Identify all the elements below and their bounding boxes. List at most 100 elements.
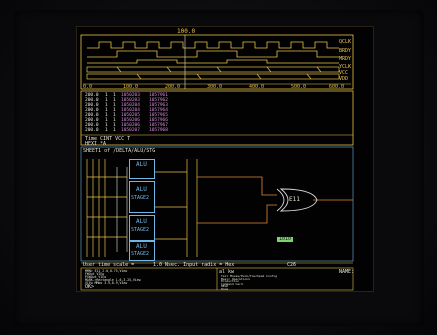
alu-stage-block[interactable]: ALU xyxy=(129,159,155,179)
axis-tick: 400.0 xyxy=(249,84,265,90)
alu-sub: STAGE2 xyxy=(131,251,150,257)
table-cell: 1 xyxy=(113,103,116,108)
table-cell: 1050207 xyxy=(121,128,140,133)
alu-sub: STAGE2 xyxy=(131,195,150,201)
table-cell: 200.0 xyxy=(85,98,99,103)
waveform-qclk xyxy=(87,41,339,49)
table-cell: 1050206 xyxy=(121,123,140,128)
xor-gate-symbol xyxy=(276,188,318,212)
signal-label: QCLK xyxy=(339,39,352,45)
alu-stage-block[interactable]: ALU STAGE2 xyxy=(129,215,155,241)
table-cell: 1057966 xyxy=(149,118,168,123)
console-line: PXWOut VIEw xyxy=(85,275,107,279)
axis-tick: 300.0 xyxy=(207,84,223,90)
table-cell: 1050205 xyxy=(121,113,140,118)
screen-graphics xyxy=(80,34,354,291)
table-cell: 1057967 xyxy=(149,123,168,128)
table-cell: 1 xyxy=(113,98,116,103)
table-cell: 1 xyxy=(105,128,108,133)
axis-tick: 200.0 xyxy=(165,84,181,90)
signal-label: YCLK xyxy=(339,64,352,70)
table-cell: 1057961 xyxy=(149,93,168,98)
table-cell: 200.0 xyxy=(85,93,99,98)
menu-item[interactable]: Production xyxy=(221,279,240,284)
signal-label: BRDY xyxy=(339,48,352,54)
axis-tick: 100.0 xyxy=(123,84,139,90)
axis-tick: 600.0 xyxy=(329,84,345,90)
waveform-brdy xyxy=(87,50,339,58)
waveform-mrdy xyxy=(87,59,339,64)
table-cell: 1 xyxy=(113,113,116,118)
menu-header-left: al kw xyxy=(219,269,235,275)
trace-table-window xyxy=(80,90,354,146)
schematic-net-orange xyxy=(197,176,353,224)
table-cell: 200.0 xyxy=(85,128,99,133)
table-cell: 1057965 xyxy=(149,113,168,118)
waveform-bus-rows xyxy=(86,66,340,80)
table-cell: 1057963 xyxy=(149,103,168,108)
alu-sub: STAGE2 xyxy=(131,227,150,233)
console-prompt[interactable]: OK> xyxy=(85,284,95,290)
gate-label: E11 xyxy=(289,196,300,203)
table-header: Time CINT VCC T xyxy=(85,136,131,142)
schematic-net-white xyxy=(116,167,128,252)
status-mid: 1.0 Nsec. Input radix = Hex xyxy=(153,262,235,268)
table-cell: 1050206 xyxy=(121,118,140,123)
probe-value[interactable]: 1010 xyxy=(277,236,294,242)
table-cell: 200.0 xyxy=(85,103,99,108)
table-cell: 1 xyxy=(105,118,108,123)
workstation-screen: 100.0 QCLK BRDY MRDY YCLK VCC VDD 0.0 10… xyxy=(76,26,374,292)
menu-item[interactable]: Done xyxy=(221,287,229,291)
alu-title: ALU xyxy=(136,161,147,168)
table-cell: 1 xyxy=(113,118,116,123)
signal-label: MRDY xyxy=(339,56,352,62)
alu-stage-block[interactable]: ALU STAGE2 xyxy=(129,241,155,261)
schematic-wires xyxy=(86,159,198,257)
table-header: HEXI *A xyxy=(85,141,107,147)
table-cell: 1 xyxy=(113,108,116,113)
waveform-window xyxy=(80,34,354,90)
table-cell: 200.0 xyxy=(85,123,99,128)
table-cell: 1 xyxy=(105,103,108,108)
console-line: FWOut VIEw xyxy=(85,272,105,276)
table-cell: 1057962 xyxy=(149,98,168,103)
table-cell: 200.0 xyxy=(85,113,99,118)
table-cell: 1 xyxy=(113,93,116,98)
menu-item[interactable]: HELP xyxy=(221,284,229,289)
alu-title: ALU xyxy=(136,243,147,250)
table-cell: 1050203 xyxy=(121,93,140,98)
table-cell: 1057964 xyxy=(149,108,168,113)
axis-tick: 0.0 xyxy=(83,84,93,90)
axis-tick: 500.0 xyxy=(291,84,307,90)
menu-header-right: NAME: xyxy=(339,269,355,275)
console-line: MARK->Rectangle 1.6,3.25,View xyxy=(85,278,141,282)
table-cell: 1057968 xyxy=(149,128,168,133)
console-line: MMN> E11 2.0,0.75,View xyxy=(85,269,128,273)
table-cell: 200.0 xyxy=(85,118,99,123)
table-cell: 1 xyxy=(105,98,108,103)
schematic-window xyxy=(80,146,354,262)
console-line: VIEw MMoo 3.5,0.9,View xyxy=(85,281,128,285)
table-cell: 1 xyxy=(105,108,108,113)
table-cell: 1 xyxy=(105,123,108,128)
menu-item[interactable]: Tail Mouse/Puck/Touchpad Config xyxy=(221,274,277,278)
signal-label: VCC xyxy=(339,70,349,76)
table-cell: 1050203 xyxy=(121,98,140,103)
alu-title: ALU xyxy=(136,218,147,225)
menu-item[interactable]: Basic Operations xyxy=(221,276,250,281)
menu-header-mid: C26 xyxy=(287,262,297,268)
alu-title: ALU xyxy=(136,186,147,193)
table-cell: 1 xyxy=(113,128,116,133)
table-cell: 200.0 xyxy=(85,108,99,113)
signal-label: VDD xyxy=(339,76,349,82)
menu-item[interactable]: Command Card xyxy=(221,281,243,286)
table-cell: 1050204 xyxy=(121,103,140,108)
table-cell: 1 xyxy=(105,93,108,98)
alu-stage-block[interactable]: ALU STAGE2 xyxy=(129,181,155,213)
schematic-path: SHEET1 of /DELTA/ALU/STG xyxy=(83,148,156,154)
status-left: User time scale = xyxy=(83,262,135,268)
table-cell: 1050204 xyxy=(121,108,140,113)
time-marker: 100.0 xyxy=(177,28,196,35)
table-cell: 1 xyxy=(113,123,116,128)
table-cell: 1 xyxy=(105,113,108,118)
